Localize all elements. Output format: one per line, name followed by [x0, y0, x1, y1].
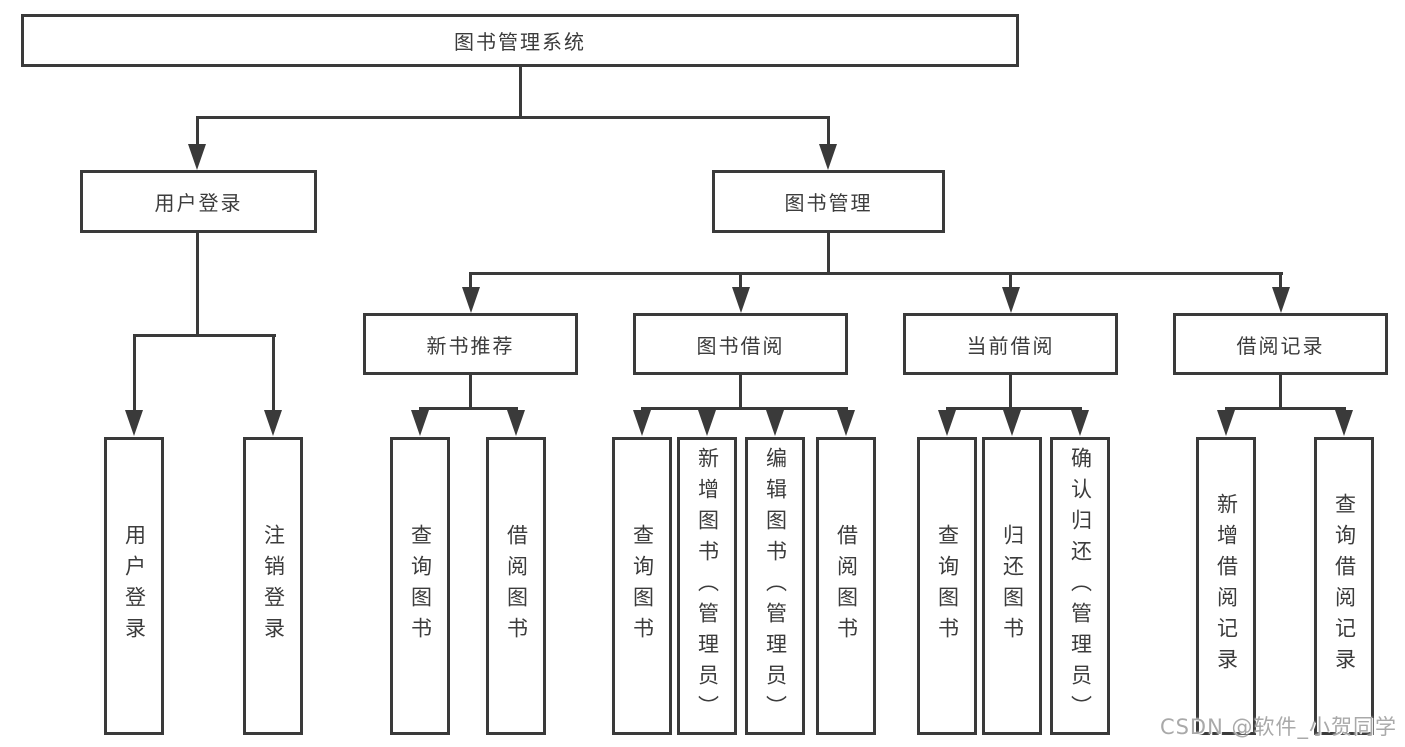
node-label: 查询图书 — [935, 524, 960, 648]
connector-stem-l3d — [1279, 275, 1282, 288]
arrow-down-icon — [1271, 287, 1290, 313]
leaf-query-books-current: 查询图书 — [917, 437, 977, 735]
arrow-down-icon — [264, 410, 282, 436]
arrow-down-icon — [633, 410, 651, 436]
arrow-down-icon — [461, 287, 480, 313]
connector-records-hline — [1224, 407, 1346, 410]
leaf-query-books-borrowing: 查询图书 — [612, 437, 672, 735]
connector-current-hline — [945, 407, 1082, 410]
arrow-down-icon — [188, 144, 206, 170]
connector-stem-book-mgmt — [826, 119, 830, 145]
arrow-down-icon — [1001, 287, 1020, 313]
node-label: 确认归还（管理员） — [1068, 446, 1093, 726]
leaf-borrow-books: 借阅图书 — [816, 437, 876, 735]
connector-current-drop — [1009, 375, 1012, 407]
node-label: 查询借阅记录 — [1332, 493, 1357, 679]
connector-stem-l3b — [739, 275, 742, 288]
arrow-down-icon — [507, 410, 525, 436]
connector-stem-l3a — [469, 275, 472, 288]
node-label: 当前借阅 — [966, 333, 1055, 358]
node-label: 新增借阅记录 — [1214, 493, 1239, 679]
arrow-down-icon — [1217, 410, 1235, 436]
node-new-book-recommend: 新书推荐 — [363, 313, 578, 375]
node-label: 借阅记录 — [1236, 333, 1325, 358]
arrow-down-icon — [698, 410, 716, 436]
arrow-down-icon — [1003, 410, 1021, 436]
node-label: 图书管理系统 — [454, 30, 586, 54]
leaf-query-borrow-record: 查询借阅记录 — [1314, 437, 1374, 735]
leaf-add-borrow-record: 新增借阅记录 — [1196, 437, 1256, 735]
leaf-return-books: 归还图书 — [982, 437, 1042, 735]
connector-recommend-drop — [469, 375, 472, 407]
leaf-user-login: 用户登录 — [104, 437, 164, 735]
connector-recommend-hline — [418, 407, 518, 410]
connector-borrowing-drop — [739, 375, 742, 407]
connector-stem-leaf2 — [271, 337, 275, 410]
connector-stem-user-login — [195, 119, 199, 145]
connector-root-drop — [518, 67, 522, 116]
arrow-down-icon — [819, 144, 837, 170]
node-label: 借阅图书 — [834, 524, 859, 648]
connector-borrowing-hline — [640, 407, 848, 410]
connector-stem-l3c — [1009, 275, 1012, 288]
arrow-down-icon — [125, 410, 143, 436]
node-label: 图书管理 — [784, 191, 873, 215]
leaf-borrow-books-recommend: 借阅图书 — [486, 437, 546, 735]
node-user-login: 用户登录 — [80, 170, 317, 233]
leaf-query-books-recommend: 查询图书 — [390, 437, 450, 735]
node-current-borrowing: 当前借阅 — [903, 313, 1118, 375]
node-label: 图书借阅 — [696, 333, 785, 358]
leaf-edit-books-admin: 编辑图书（管理员） — [745, 437, 805, 735]
arrow-down-icon — [1071, 410, 1089, 436]
node-label: 用户登录 — [154, 191, 243, 215]
arrow-down-icon — [938, 410, 956, 436]
node-book-borrowing: 图书借阅 — [633, 313, 848, 375]
leaf-confirm-return-admin: 确认归还（管理员） — [1050, 437, 1110, 735]
node-label: 查询图书 — [630, 524, 655, 648]
csdn-watermark: CSDN @软件_小贺同学 — [1159, 715, 1397, 739]
node-book-management: 图书管理 — [712, 170, 945, 233]
node-label: 用户登录 — [122, 524, 147, 648]
node-label: 查询图书 — [408, 524, 433, 648]
node-label: 归还图书 — [1000, 524, 1025, 648]
node-label: 注销登录 — [261, 524, 286, 648]
node-label: 借阅图书 — [504, 524, 529, 648]
arrow-down-icon — [766, 410, 784, 436]
arrow-down-icon — [837, 410, 855, 436]
connector-level2-hline — [195, 116, 830, 119]
node-label: 新书推荐 — [426, 333, 515, 358]
leaf-logout: 注销登录 — [243, 437, 303, 735]
arrow-down-icon — [1335, 410, 1353, 436]
connector-userlogin-hline — [132, 334, 276, 337]
connector-userlogin-drop — [195, 233, 199, 334]
arrow-down-icon — [411, 410, 429, 436]
node-label: 新增图书（管理员） — [695, 446, 720, 726]
arrow-down-icon — [731, 287, 750, 313]
connector-records-drop — [1279, 375, 1282, 407]
connector-bookmgmt-drop — [826, 233, 830, 272]
node-label: 编辑图书（管理员） — [763, 446, 788, 726]
connector-stem-leaf1 — [132, 337, 136, 410]
node-root-library-system: 图书管理系统 — [21, 14, 1019, 67]
connector-level3-hline — [469, 272, 1283, 275]
leaf-add-books-admin: 新增图书（管理员） — [677, 437, 737, 735]
node-borrowing-records: 借阅记录 — [1173, 313, 1388, 375]
